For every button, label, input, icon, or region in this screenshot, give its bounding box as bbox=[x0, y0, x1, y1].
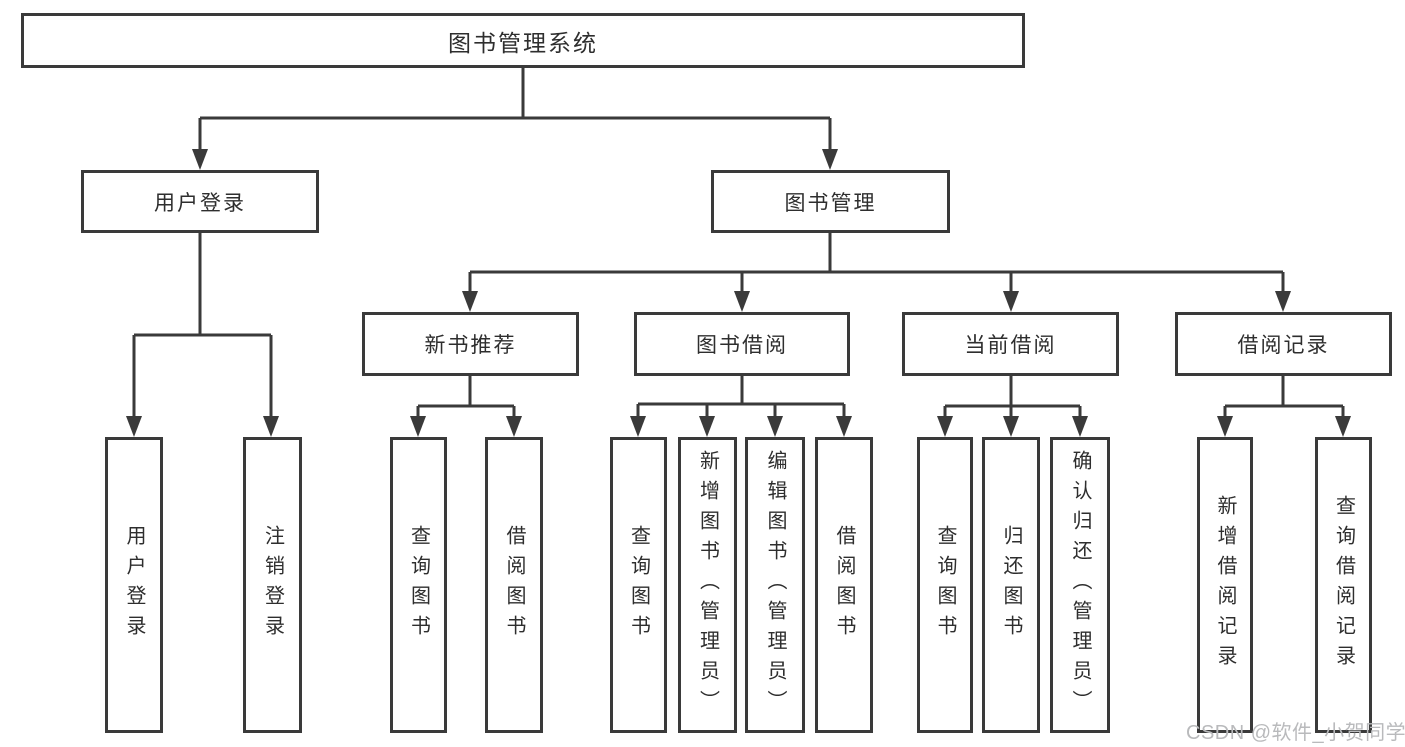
leaf-add-borrow-record: 新增借阅记录 bbox=[1197, 437, 1253, 733]
node-borrowing-records: 借阅记录 bbox=[1175, 312, 1392, 376]
node-book-borrowing: 图书借阅 bbox=[634, 312, 850, 376]
leaf-borrow-books: 借阅图书 bbox=[815, 437, 873, 733]
leaf-query-books-recommend: 查询图书 bbox=[390, 437, 447, 733]
leaf-confirm-return-admin: 确认归还（管理员） bbox=[1050, 437, 1110, 733]
leaf-user-login: 用户登录 bbox=[105, 437, 163, 733]
leaf-query-books-current: 查询图书 bbox=[917, 437, 973, 733]
node-book-borrowing-label: 图书借阅 bbox=[696, 334, 788, 357]
leaf-logout: 注销登录 bbox=[243, 437, 302, 733]
leaf-user-login-label: 用户登录 bbox=[123, 525, 145, 645]
node-current-borrowing: 当前借阅 bbox=[902, 312, 1119, 376]
leaf-query-books-recommend-label: 查询图书 bbox=[407, 525, 430, 645]
leaf-add-borrow-record-label: 新增借阅记录 bbox=[1214, 495, 1236, 675]
leaf-query-books-current-label: 查询图书 bbox=[934, 525, 956, 645]
arrow-down-icon bbox=[699, 416, 715, 437]
arrow-down-icon bbox=[734, 291, 750, 312]
arrow-down-icon bbox=[263, 416, 279, 437]
leaf-query-books-borrowing-label: 查询图书 bbox=[627, 525, 650, 645]
leaf-query-borrow-record: 查询借阅记录 bbox=[1315, 437, 1372, 733]
leaf-edit-books-admin: 编辑图书（管理员） bbox=[745, 437, 805, 733]
leaf-confirm-return-admin-label: 确认归还（管理员） bbox=[1069, 450, 1091, 720]
leaf-borrow-books-label: 借阅图书 bbox=[833, 525, 855, 645]
leaf-return-books-label: 归还图书 bbox=[1000, 525, 1022, 645]
arrow-down-icon bbox=[192, 149, 208, 170]
leaf-query-books-borrowing: 查询图书 bbox=[610, 437, 667, 733]
csdn-watermark: CSDN @软件_小贺同学 bbox=[1186, 722, 1405, 744]
node-borrowing-records-label: 借阅记录 bbox=[1237, 334, 1330, 357]
arrow-down-icon bbox=[410, 416, 426, 437]
arrow-down-icon bbox=[1217, 416, 1233, 437]
node-book-management-label: 图书管理 bbox=[784, 191, 877, 215]
arrow-down-icon bbox=[1003, 416, 1019, 437]
node-user-login: 用户登录 bbox=[81, 170, 319, 233]
leaf-edit-books-admin-label: 编辑图书（管理员） bbox=[764, 450, 786, 720]
leaf-add-books-admin: 新增图书（管理员） bbox=[678, 437, 737, 733]
arrow-down-icon bbox=[630, 416, 646, 437]
arrow-down-icon bbox=[1275, 291, 1291, 312]
arrow-down-icon bbox=[1072, 416, 1088, 437]
node-new-book-recommend: 新书推荐 bbox=[362, 312, 579, 376]
leaf-borrow-books-recommend-label: 借阅图书 bbox=[503, 525, 525, 645]
arrow-down-icon bbox=[937, 416, 953, 437]
tree-edges bbox=[132, 68, 1345, 421]
node-book-management: 图书管理 bbox=[711, 170, 950, 233]
arrow-down-icon bbox=[462, 291, 478, 312]
arrow-down-icon bbox=[836, 416, 852, 437]
arrow-down-icon bbox=[126, 416, 142, 437]
node-user-login-label: 用户登录 bbox=[154, 191, 246, 215]
node-new-book-recommend-label: 新书推荐 bbox=[424, 334, 517, 357]
arrow-down-icon bbox=[1003, 291, 1019, 312]
leaf-return-books: 归还图书 bbox=[982, 437, 1040, 733]
node-root-label: 图书管理系统 bbox=[448, 29, 598, 56]
arrow-down-icon bbox=[767, 416, 783, 437]
leaf-borrow-books-recommend: 借阅图书 bbox=[485, 437, 543, 733]
leaf-query-borrow-record-label: 查询借阅记录 bbox=[1332, 495, 1355, 675]
node-current-borrowing-label: 当前借阅 bbox=[964, 334, 1057, 357]
arrow-down-icon bbox=[506, 416, 522, 437]
leaf-add-books-admin-label: 新增图书（管理员） bbox=[696, 450, 719, 720]
arrow-down-icon bbox=[822, 149, 838, 170]
arrow-down-icon bbox=[1335, 416, 1351, 437]
arrowheads bbox=[126, 149, 1351, 437]
leaf-logout-label: 注销登录 bbox=[261, 525, 284, 645]
node-root-system: 图书管理系统 bbox=[21, 13, 1025, 68]
